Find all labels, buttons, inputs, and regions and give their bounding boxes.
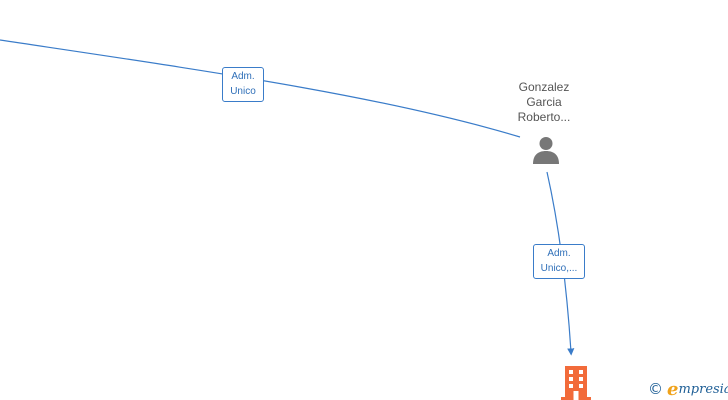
- person-name-line: Garcia: [526, 95, 562, 109]
- brand-logo-initial: e: [667, 378, 679, 400]
- edge-label-line: Adm.: [231, 71, 255, 82]
- edge-label-adm-unico[interactable]: Adm. Unico: [222, 67, 264, 102]
- person-name-line: Roberto...: [517, 110, 571, 124]
- empresia-brand: © e mpresia: [648, 378, 728, 400]
- edge-label-line: Unico,...: [540, 263, 578, 274]
- person-name-label[interactable]: Gonzalez Garcia Roberto...: [494, 80, 594, 125]
- edge-offscreen-to-person[interactable]: [0, 39, 521, 138]
- edge-label-adm-unico-more[interactable]: Adm. Unico,...: [533, 244, 585, 279]
- person-name-line: Gonzalez: [518, 80, 570, 94]
- copyright-icon: ©: [648, 380, 663, 398]
- edge-label-line: Adm.: [547, 248, 571, 259]
- edge-label-line: Unico: [230, 86, 256, 97]
- brand-logo-text: mpresia: [678, 381, 728, 397]
- person-icon[interactable]: [531, 135, 561, 165]
- building-icon[interactable]: [560, 364, 592, 400]
